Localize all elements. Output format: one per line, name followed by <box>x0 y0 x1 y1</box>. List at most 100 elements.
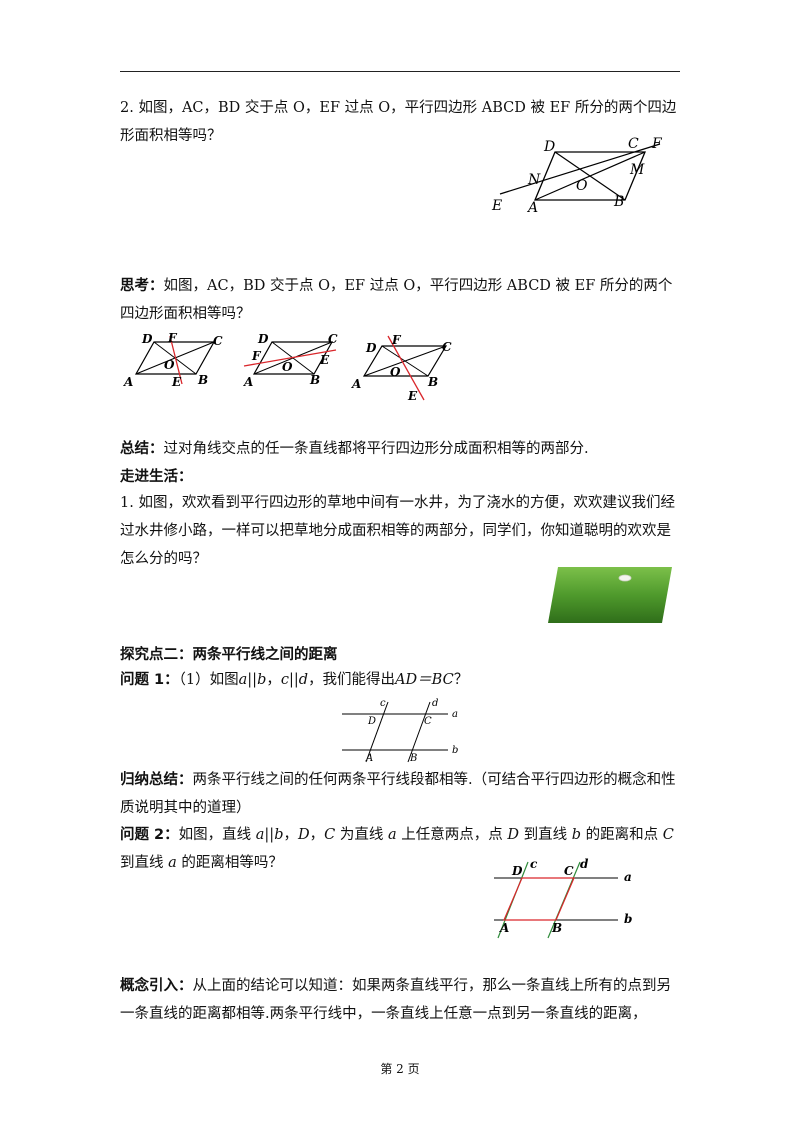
summary-text: 过对角线交点的任一条直线都将平行四边形分成面积相等的两部分. <box>163 441 589 457</box>
fig-q2-label-E: E <box>491 198 502 214</box>
fig-q1-D: D <box>367 716 376 727</box>
fig-think1-D: D <box>141 332 153 346</box>
q2-t5: 的距离和点 <box>580 827 663 843</box>
fig-q1-c: c <box>380 698 386 709</box>
fig-think3-F: F <box>391 333 402 347</box>
fig-q2-label-M: M <box>629 162 645 178</box>
section2-title: 探究点二：两条平行线之间的距离 <box>120 647 338 663</box>
fig-think2-A: A <box>243 375 253 389</box>
think-label: 思考： <box>120 278 164 294</box>
q2-var-a1: a <box>255 827 265 843</box>
q2-sep1: ， <box>283 827 298 843</box>
figure-think-1: D F C O A E B <box>123 331 223 389</box>
fig-q2b-B: B <box>551 921 562 935</box>
fig-q2-label-N: N <box>527 172 541 188</box>
q2-t2: 为直线 <box>335 827 388 843</box>
q1-var-b: b <box>257 672 267 688</box>
concept-paragraph: 概念引入：从上面的结论可以知道：如果两条直线平行，那么一条直线上所有的点到另一条… <box>120 972 682 1028</box>
life-text: 1. 如图，欢欢看到平行四边形的草地中间有一水井，为了浇水的方便，欢欢建议我们经… <box>120 495 675 567</box>
fig-q2-label-C: C <box>628 136 639 152</box>
q2-var-a3: a <box>168 855 177 871</box>
q1-parallel-1: || <box>247 672 258 688</box>
fig-q2b-A: A <box>499 921 509 935</box>
fig-think1-F: F <box>167 331 178 345</box>
q1-end: ？ <box>453 672 469 688</box>
fig-q2b-a: a <box>624 870 632 884</box>
fig-think3-A: A <box>351 377 361 391</box>
q2-sep2: ， <box>309 827 325 843</box>
fig-think1-A: A <box>123 375 133 389</box>
fig-q1-A: A <box>365 753 373 764</box>
lawn-with-well-image <box>548 567 672 623</box>
figure-question1: c d a D C b A B <box>342 698 458 764</box>
fig-think1-B: B <box>197 373 208 387</box>
fig-think2-B: B <box>309 373 320 387</box>
fig-think3-B: B <box>427 375 438 389</box>
fig-think1-E: E <box>171 375 182 389</box>
think-text: 如图，AC，BD 交于点 O，EF 过点 O，平行四边形 ABCD 被 EF 所… <box>120 278 673 322</box>
question1-label: 问题 1： <box>120 672 179 688</box>
figure-think-2: D C F O E A B <box>243 332 338 389</box>
q2-t3: 上任意两点，点 <box>396 827 508 843</box>
fig-think2-E: E <box>319 353 330 367</box>
fig-think3-C: C <box>442 340 452 354</box>
figure-question2: D c C d a b A B <box>494 857 632 939</box>
q2-t7: 的距离相等吗？ <box>176 855 283 871</box>
fig-q2-label-F: F <box>651 136 663 152</box>
q2-var-b1: b <box>274 827 284 843</box>
q2-var-D1: D <box>297 827 310 843</box>
fig-q1-b: b <box>452 745 458 756</box>
q1-var-a: a <box>238 672 248 688</box>
fig-q2-label-B: B <box>613 194 624 210</box>
question2-paragraph: 问题 2：如图，直线 a||b，D，C 为直线 a 上任意两点，点 D 到直线 … <box>120 821 682 877</box>
summary-paragraph: 总结：过对角线交点的任一条直线都将平行四边形分成面积相等的两部分. <box>120 435 682 463</box>
induct-label: 归纳总结： <box>120 772 193 788</box>
fig-q1-B: B <box>409 753 417 764</box>
concept-label: 概念引入： <box>120 978 193 994</box>
fig-q2b-c: c <box>530 857 538 871</box>
fig-q2-label-O: O <box>576 178 588 194</box>
q2-var-C2: C <box>662 827 674 843</box>
q1-mid: ，我们能得出 <box>308 672 396 688</box>
fig-q2-label-A: A <box>526 200 538 216</box>
figure-think-3: D F C O A B E <box>351 333 452 403</box>
fig-think2-O: O <box>282 360 293 374</box>
fig-think2-F: F <box>251 349 262 363</box>
induct-paragraph: 归纳总结：两条平行线之间的任何两条平行线段都相等.（可结合平行四边形的概念和性质… <box>120 766 682 822</box>
q1-var-d: d <box>298 672 309 688</box>
q2-t6: 到直线 <box>120 855 169 871</box>
fig-q2b-b: b <box>624 912 632 926</box>
q2-t1: 如图，直线 <box>178 827 256 843</box>
q2-var-C1: C <box>324 827 336 843</box>
q1-sep: ， <box>266 672 281 688</box>
fig-q2b-d: d <box>580 857 589 871</box>
page-number: 第 2 页 <box>380 1062 420 1076</box>
summary-label: 总结： <box>120 441 164 457</box>
question-2-text: 2. 如图，AC，BD 交于点 O，EF 过点 O，平行四边形 ABCD 被 E… <box>120 100 677 144</box>
fig-q2b-C: C <box>564 864 574 878</box>
q2-var-a2: a <box>387 827 397 843</box>
fig-q1-a: a <box>452 709 458 720</box>
question2-label: 问题 2： <box>120 827 179 843</box>
fig-think3-O: O <box>390 365 401 379</box>
q1-equation: AD＝BC <box>395 672 454 688</box>
q2-var-b2: b <box>571 827 581 843</box>
q2-t4: 到直线 <box>518 827 572 843</box>
fig-think1-C: C <box>213 334 223 348</box>
life-heading: 走进生活： <box>120 469 193 485</box>
fig-q2b-D: D <box>511 864 523 878</box>
induct-text: 两条平行线之间的任何两条平行线段都相等.（可结合平行四边形的概念和性质说明其中的… <box>120 772 676 816</box>
fig-think3-E: E <box>407 389 418 403</box>
question1-paragraph: 问题 1：（1）如图a||b，c||d，我们能得出AD＝BC？ <box>120 666 682 694</box>
fig-think2-C: C <box>328 332 338 346</box>
header-rule <box>120 71 680 72</box>
fig-q1-d: d <box>432 698 438 709</box>
q1-parallel-2: || <box>288 672 299 688</box>
fig-q2-label-D: D <box>543 139 555 155</box>
concept-text: 从上面的结论可以知道：如果两条直线平行，那么一条直线上所有的点到另一条直线的距离… <box>120 978 671 1022</box>
fig-think3-D: D <box>365 341 377 355</box>
figure-q2-parallelogram: D C F M N O E A B <box>491 136 663 216</box>
fig-think1-O: O <box>164 358 175 372</box>
q2-var-D2: D <box>507 827 519 843</box>
q1-var-c: c <box>280 672 289 688</box>
